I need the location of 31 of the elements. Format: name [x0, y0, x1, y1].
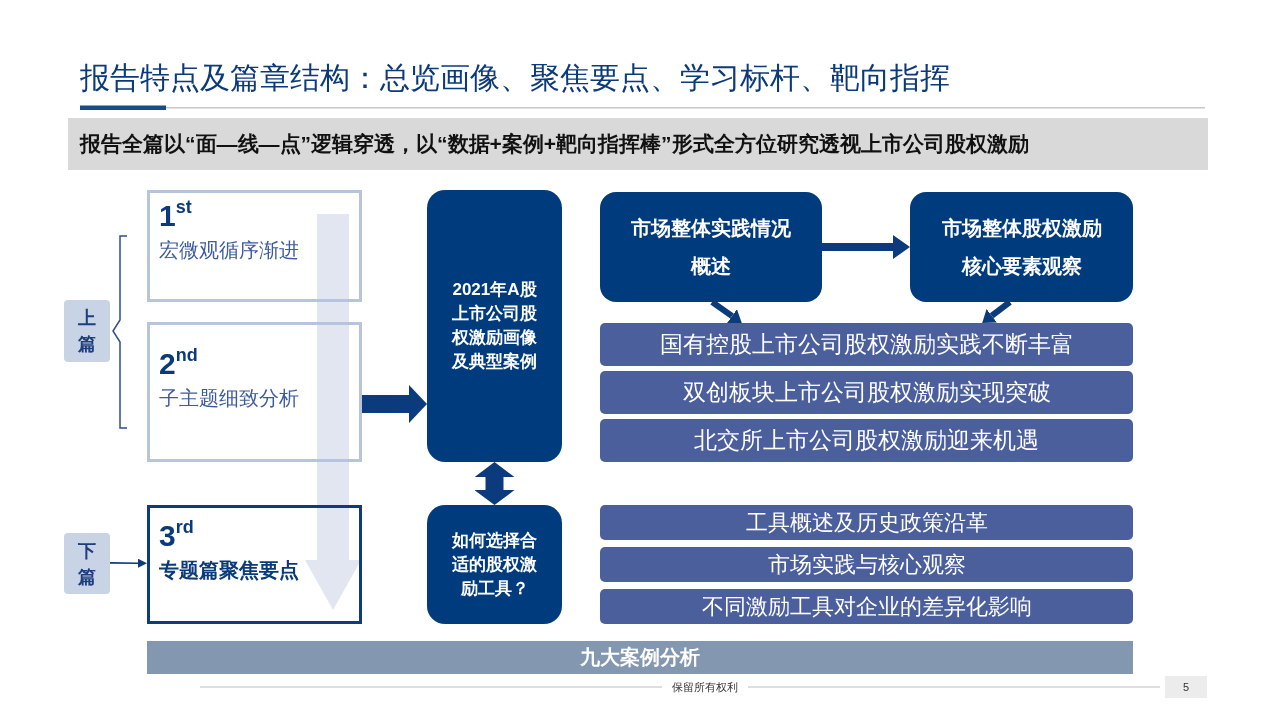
summary-banner: 报告全篇以“面—线—点”逻辑穿透，以“数据+案例+靶向指挥棒”形式全方位研究透视上市公司股权激励 — [68, 118, 1208, 170]
step-number: 2$^{nd}$ — [159, 346, 198, 382]
page-number: 5 — [1165, 676, 1207, 698]
topic-card: 市场整体股权激励核心要素观察 — [910, 192, 1133, 302]
step-box — [147, 505, 362, 624]
double-arrow — [474, 462, 515, 505]
step-number: 1$^{st}$ — [159, 198, 192, 234]
topic-bar: 工具概述及历史政策沿革 — [600, 505, 1133, 540]
part-tag: 下篇 — [64, 533, 110, 594]
topic-card: 2021年A股上市公司股权激励画像及典型案例 — [427, 190, 562, 462]
topic-bar: 不同激励工具对企业的差异化影响 — [600, 589, 1133, 624]
topic-bar: 市场实践与核心观察 — [600, 547, 1133, 582]
slide-title: 报告特点及篇章结构：总览画像、聚焦要点、学习标杆、靶向指挥 — [80, 60, 950, 96]
step-text: 子主题细致分析 — [159, 386, 299, 411]
arrow — [822, 235, 910, 259]
part-tag: 上篇 — [64, 300, 110, 362]
section-bar: 九大案例分析 — [147, 641, 1133, 674]
arrow — [710, 299, 742, 323]
arrow — [362, 385, 427, 424]
step-text: 专题篇聚焦要点 — [159, 558, 299, 583]
topic-bar: 国有控股上市公司股权激励实践不断丰富 — [600, 323, 1133, 366]
topic-card: 市场整体实践情况概述 — [600, 192, 822, 302]
topic-bar: 双创板块上市公司股权激励实现突破 — [600, 371, 1133, 414]
arrow — [109, 558, 147, 568]
step-number: 3$^{rd}$ — [159, 518, 194, 554]
topic-bar: 北交所上市公司股权激励迎来机遇 — [600, 419, 1133, 462]
topic-card: 如何选择合适的股权激励工具？ — [427, 505, 562, 624]
step-box — [147, 190, 362, 302]
step-text: 宏微观循序渐进 — [159, 238, 299, 263]
arrow — [982, 299, 1012, 323]
step-box — [147, 322, 362, 462]
